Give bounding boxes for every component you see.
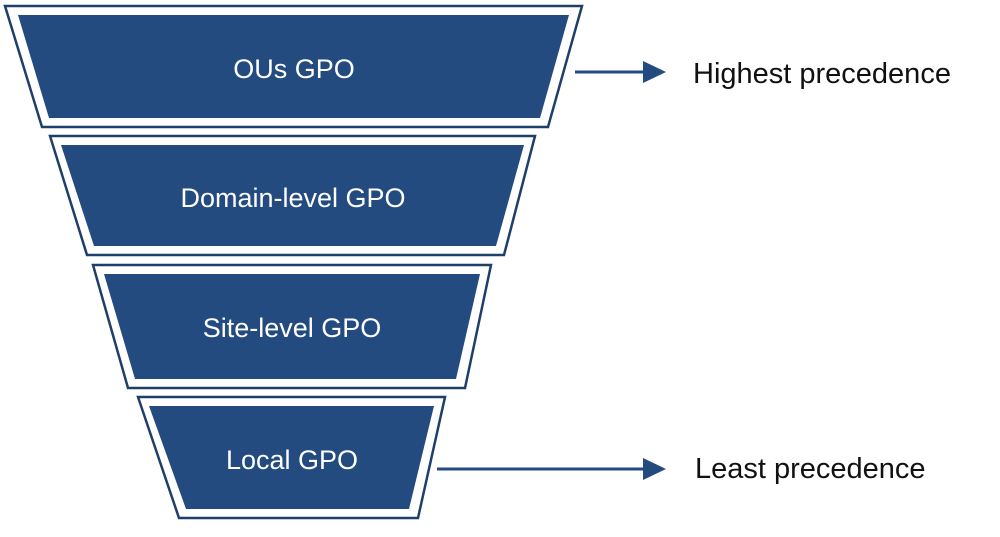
tier-domain-level-gpo-shape	[61, 145, 524, 246]
tier-site-level-gpo: Site-level GPO	[91, 263, 493, 390]
arrow-highest	[575, 61, 666, 83]
arrow-least-head	[643, 458, 666, 480]
tier-ous-gpo-shape	[18, 15, 569, 118]
tier-local-gpo: Local GPO	[136, 395, 447, 520]
arrow-least	[437, 458, 666, 480]
tier-ous-gpo-label: OUs GPO	[233, 54, 355, 84]
tier-local-gpo-label: Local GPO	[226, 445, 358, 475]
tier-local-gpo-shape	[149, 406, 434, 509]
arrow-highest-head	[643, 61, 666, 83]
tier-ous-gpo: OUs GPO	[3, 4, 584, 129]
highest-precedence-label: Highest precedence	[693, 58, 951, 90]
least-precedence-label: Least precedence	[695, 453, 926, 485]
tier-site-level-gpo-label: Site-level GPO	[203, 313, 382, 343]
tier-domain-level-gpo-label: Domain-level GPO	[180, 183, 405, 213]
tier-domain-level-gpo: Domain-level GPO	[48, 134, 537, 257]
tier-site-level-gpo-shape	[104, 274, 480, 379]
